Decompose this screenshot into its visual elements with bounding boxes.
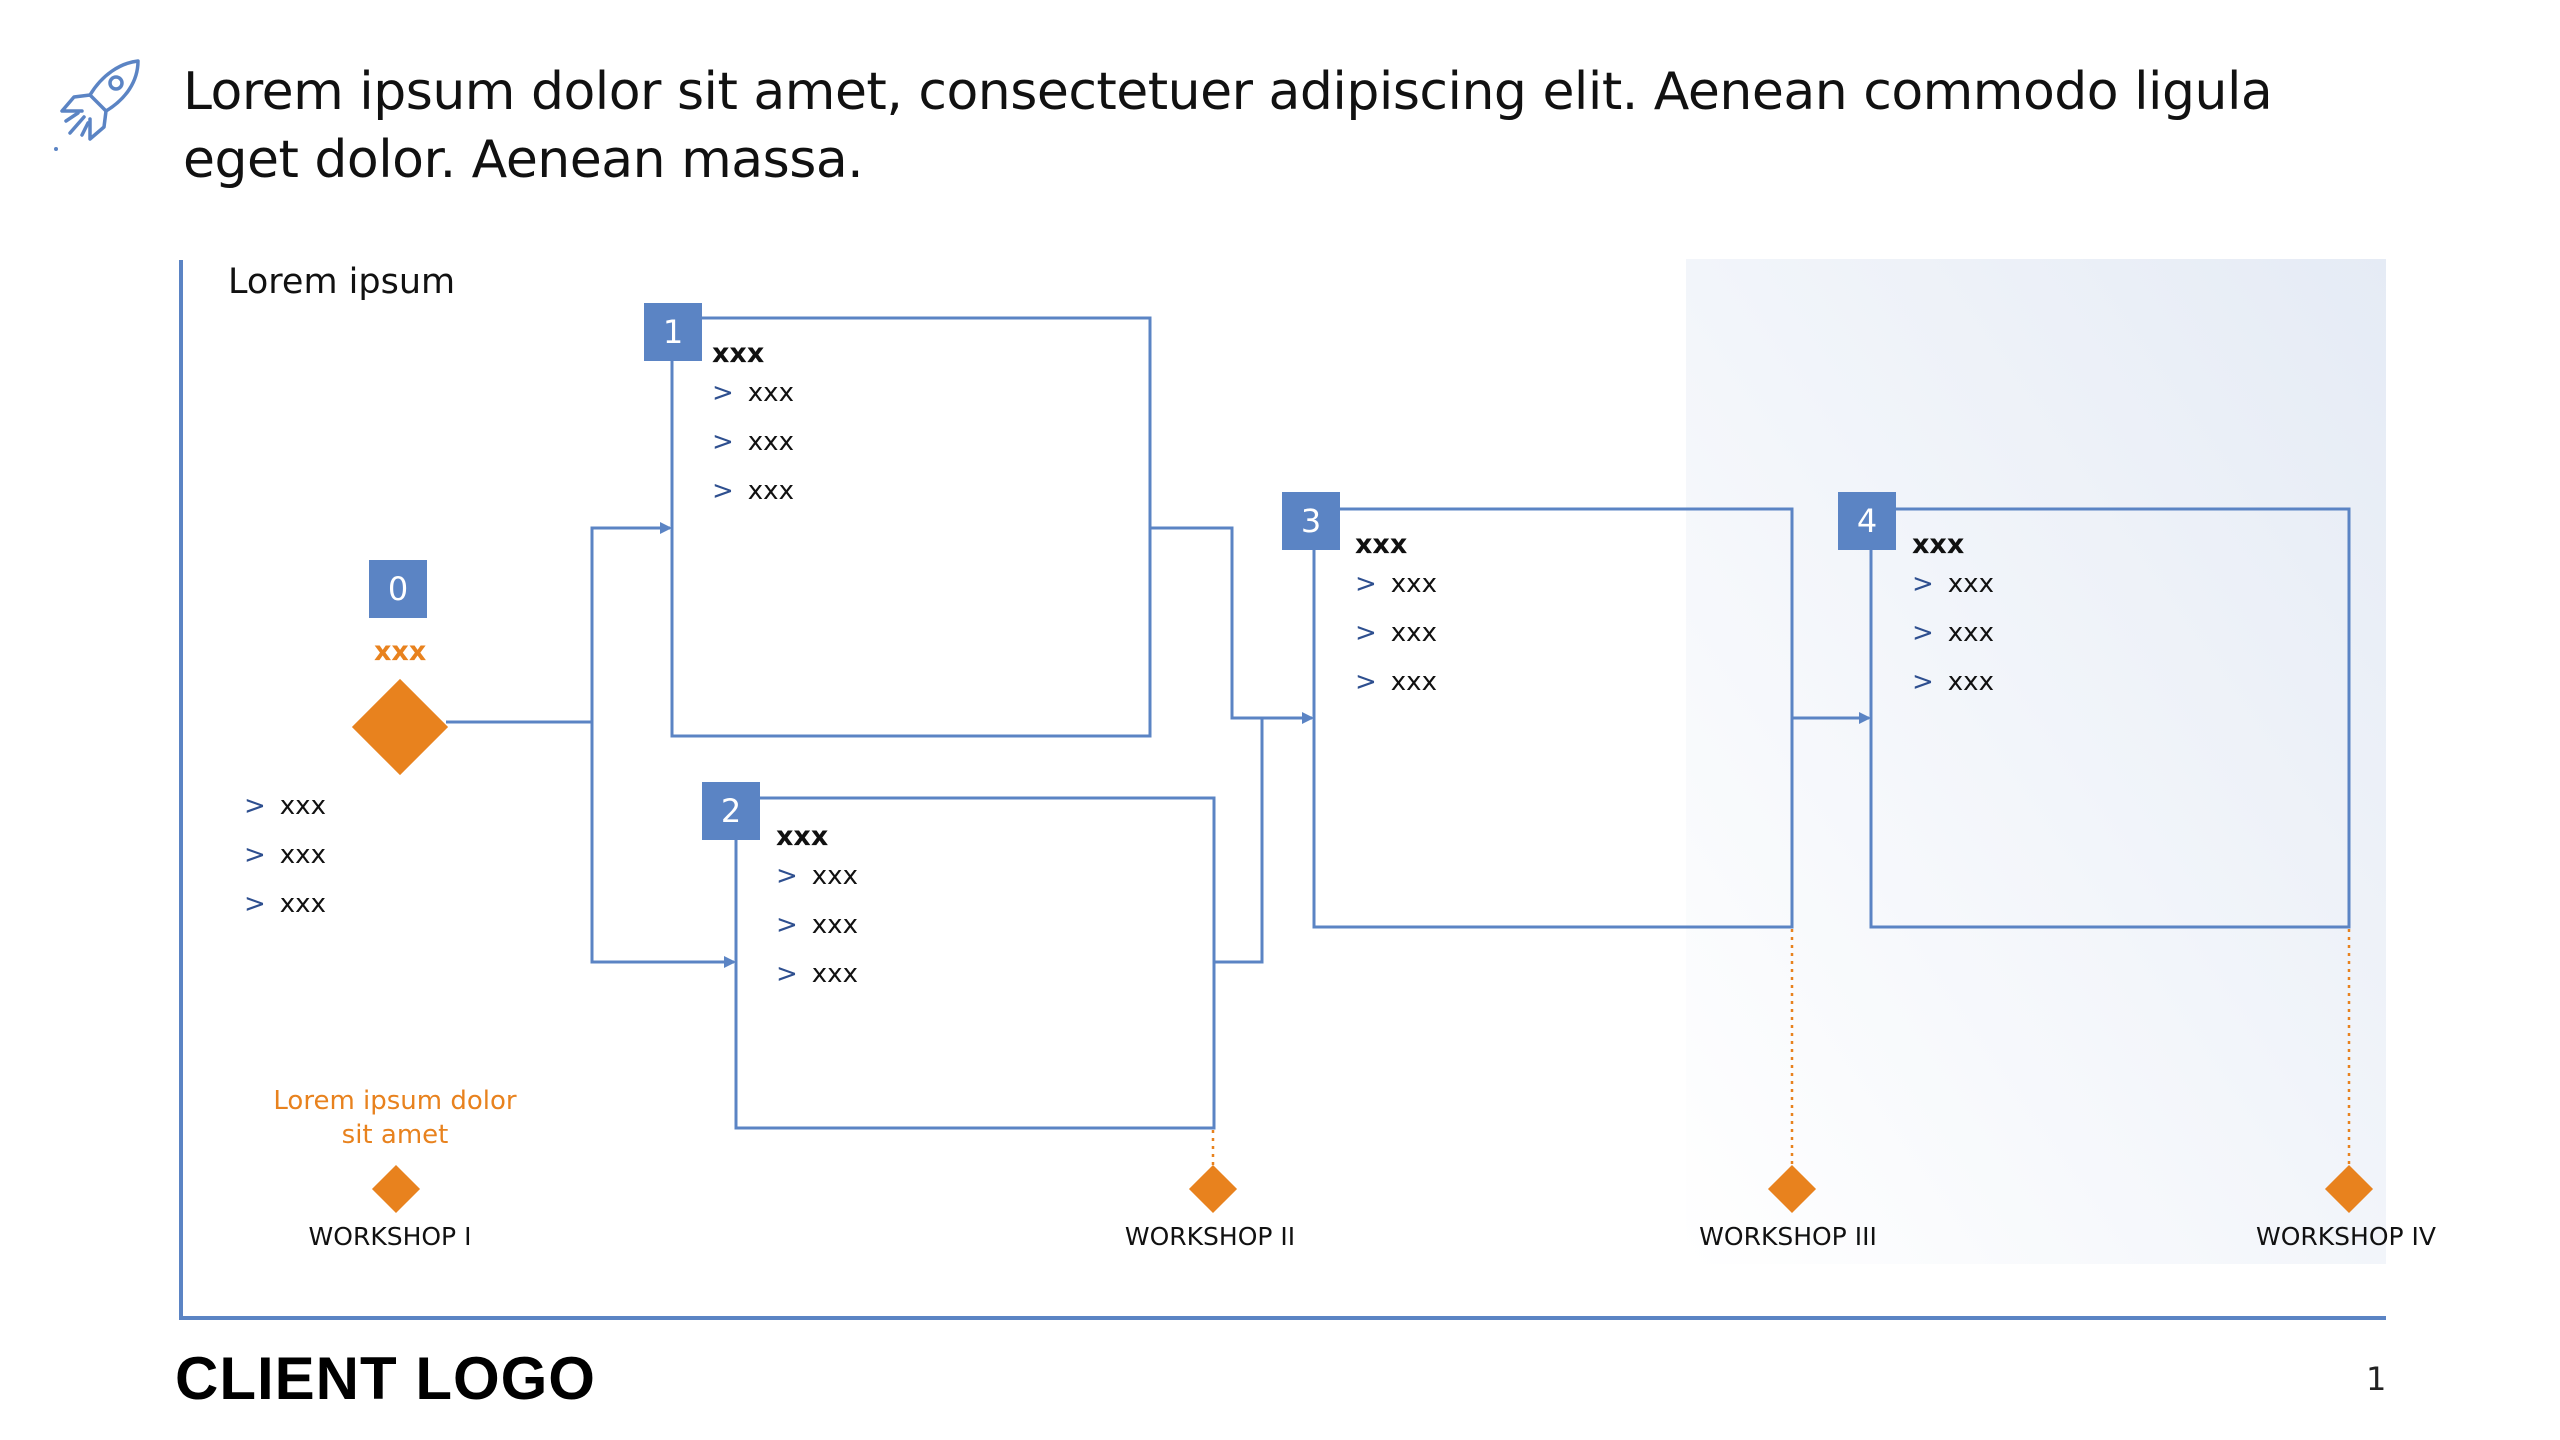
list-item: >xxx bbox=[244, 791, 326, 821]
background-tint-panel bbox=[1686, 259, 2386, 1264]
box-3-title: xxx bbox=[1355, 529, 1408, 560]
step-0-badge: 0 bbox=[369, 560, 427, 618]
list-item: >xxx bbox=[776, 861, 858, 891]
step-0-label: xxx bbox=[374, 636, 427, 667]
workshop-4-label: WORKSHOP IV bbox=[2255, 1222, 2437, 1251]
page-number: 1 bbox=[2366, 1360, 2387, 1398]
page-title: Lorem ipsum dolor sit amet, consectetuer… bbox=[183, 62, 2273, 190]
list-item: >xxx bbox=[712, 427, 794, 457]
list-item: >xxx bbox=[712, 476, 794, 506]
box-3-content: xxx >xxx >xxx >xxx bbox=[1355, 529, 1437, 707]
list-item: >xxx bbox=[1355, 667, 1437, 697]
connector-to-box-1 bbox=[590, 522, 672, 722]
box-2-content: xxx >xxx >xxx >xxx bbox=[776, 821, 858, 999]
box-1-content: xxx >xxx >xxx >xxx bbox=[712, 338, 794, 516]
connector-to-box-2 bbox=[590, 722, 736, 968]
list-item: >xxx bbox=[1912, 569, 1994, 599]
list-item: >xxx bbox=[1912, 618, 1994, 648]
start-diamond bbox=[351, 678, 449, 776]
rocket-icon bbox=[54, 59, 140, 151]
start-note: Lorem ipsum dolor sit amet bbox=[273, 1086, 517, 1150]
box-2-title: xxx bbox=[776, 821, 829, 852]
list-item: >xxx bbox=[776, 910, 858, 940]
step-2-badge: 2 bbox=[702, 782, 760, 840]
list-item: >xxx bbox=[1355, 618, 1437, 648]
list-item: >xxx bbox=[244, 889, 326, 919]
box-4-frame bbox=[1869, 507, 2351, 929]
box-1-title: xxx bbox=[712, 338, 765, 369]
list-item: >xxx bbox=[1355, 569, 1437, 599]
workshop-4-diamond bbox=[2324, 1164, 2374, 1214]
step-3-badge: 3 bbox=[1282, 492, 1340, 550]
box-4-title: xxx bbox=[1912, 529, 1965, 560]
workshop-1-label: WORKSHOP I bbox=[308, 1222, 472, 1251]
workshop-2-label: WORKSHOP II bbox=[1124, 1222, 1296, 1251]
box-4-content: xxx >xxx >xxx >xxx bbox=[1912, 529, 1994, 707]
workshop-1-diamond bbox=[371, 1164, 421, 1214]
client-logo: CLIENT LOGO bbox=[175, 1345, 596, 1412]
step-1-badge: 1 bbox=[644, 303, 702, 361]
workshop-2-diamond bbox=[1188, 1164, 1238, 1214]
connector-box-2-to-box-3 bbox=[1214, 718, 1264, 964]
list-item: >xxx bbox=[712, 378, 794, 408]
workshop-3-label: WORKSHOP III bbox=[1699, 1222, 1877, 1251]
start-bullet-list: >xxx >xxx >xxx bbox=[244, 782, 326, 929]
list-item: >xxx bbox=[244, 840, 326, 870]
section-label: Lorem ipsum bbox=[228, 262, 456, 302]
list-item: >xxx bbox=[1912, 667, 1994, 697]
connector-box-1-to-box-3 bbox=[1150, 526, 1314, 724]
step-4-badge: 4 bbox=[1838, 492, 1896, 550]
list-item: >xxx bbox=[776, 959, 858, 989]
